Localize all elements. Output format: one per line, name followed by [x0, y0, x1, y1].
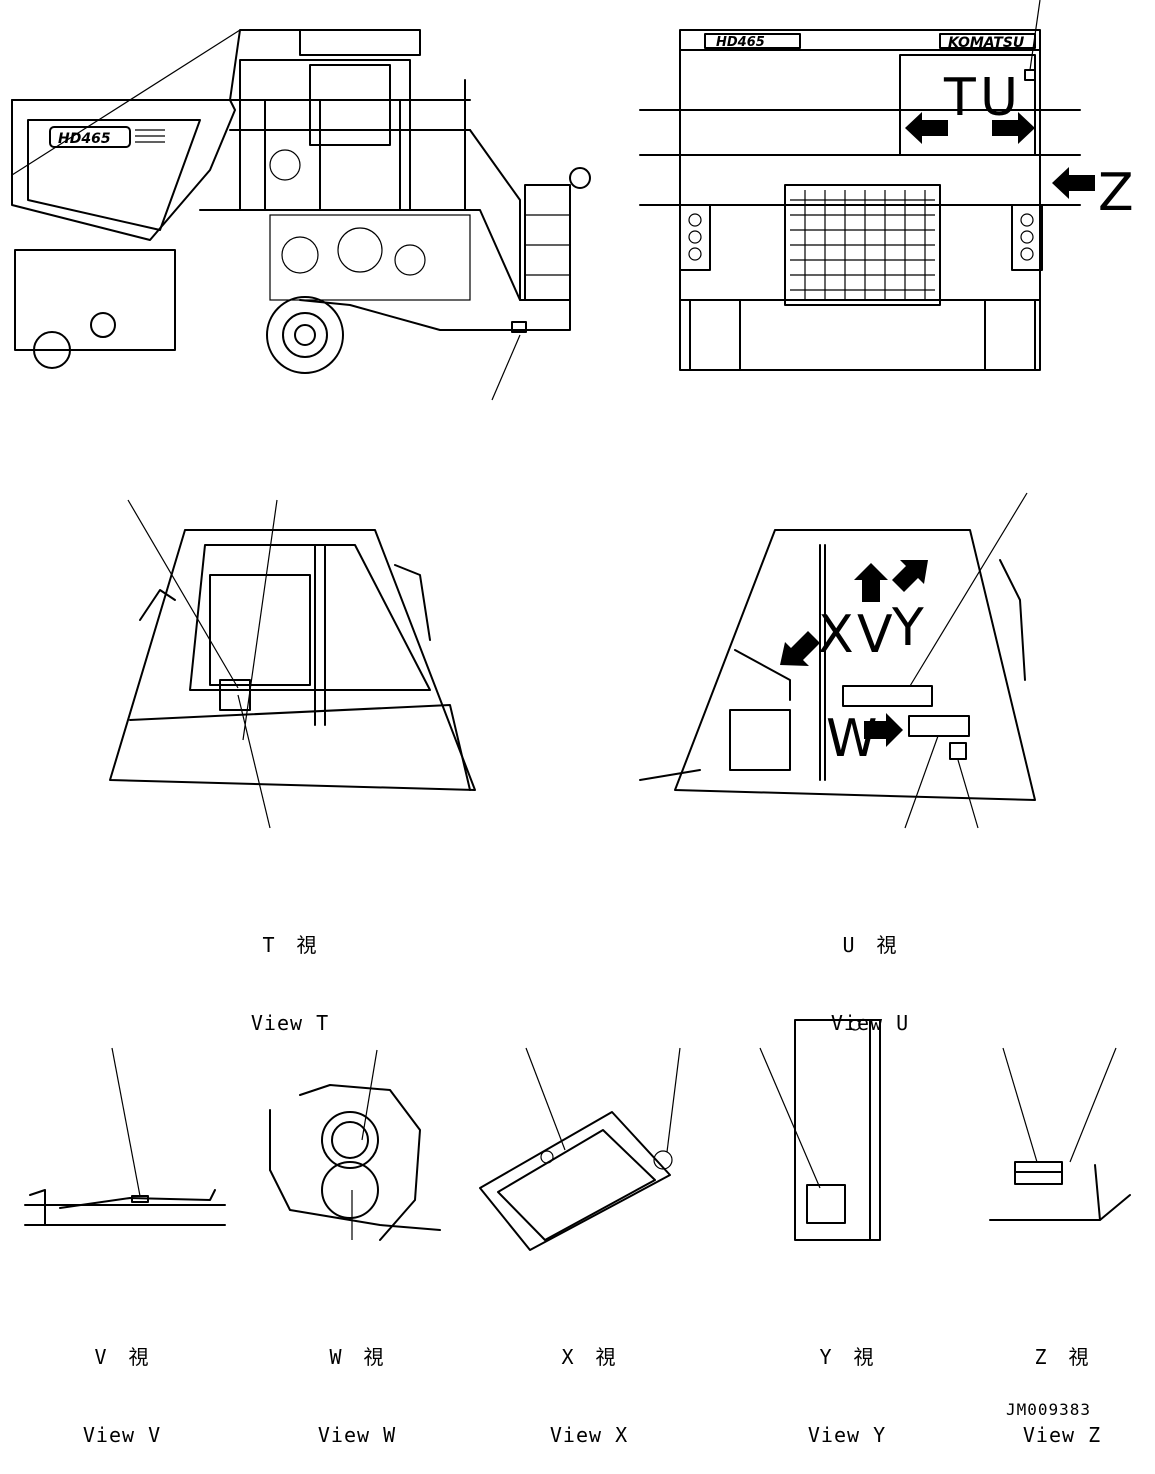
caption-view-w-en: View W	[317, 1423, 397, 1447]
caption-view-u-en: View U	[830, 1011, 910, 1035]
view-y-drawing	[759, 1019, 881, 1241]
caption-view-z-en: View Z	[1022, 1423, 1102, 1447]
arrow-view-x	[780, 631, 820, 666]
view-marker-u: U	[980, 68, 1018, 128]
caption-view-x: X 視 View X	[519, 1292, 659, 1474]
caption-view-y-ja: Y 視	[819, 1345, 875, 1369]
view-z-drawing	[989, 1047, 1131, 1221]
arrow-view-z	[1052, 167, 1095, 199]
caption-view-u: U 視 View U	[800, 880, 940, 1062]
view-marker-x: X	[818, 605, 854, 665]
arrow-view-w	[864, 713, 903, 747]
view-v-drawing	[24, 1047, 226, 1226]
view-marker-y: Y	[891, 598, 924, 658]
radiator-grille	[790, 190, 935, 300]
caption-view-z-ja: Z 視	[1034, 1345, 1090, 1369]
caption-view-v: V 視 View V	[52, 1292, 192, 1474]
drawing-number: JM009383	[1005, 1400, 1091, 1419]
caption-view-y-en: View Y	[807, 1423, 887, 1447]
arrow-view-y	[892, 560, 928, 592]
caption-view-z: Z 視 View Z	[992, 1292, 1132, 1474]
caption-view-t: T 視 View T	[220, 880, 360, 1062]
view-marker-v: V	[857, 605, 893, 665]
caption-view-t-ja: T 視	[262, 933, 318, 957]
caption-view-u-ja: U 視	[842, 933, 898, 957]
view-t-drawing	[109, 499, 476, 829]
view-marker-t: T	[943, 68, 976, 128]
side-view-drawing: HD465	[11, 29, 591, 401]
arrow-view-v	[854, 563, 888, 602]
caption-view-w: W 視 View W	[287, 1292, 427, 1474]
caption-view-v-ja: V 視	[94, 1345, 150, 1369]
caption-view-x-ja: X 視	[561, 1345, 617, 1369]
caption-view-x-en: View X	[549, 1423, 629, 1447]
maker-badge: KOMATSU	[948, 35, 1025, 51]
view-w-drawing	[269, 1049, 441, 1241]
arrow-view-t	[905, 112, 948, 144]
view-u-drawing: X V Y W	[639, 492, 1036, 829]
view-marker-z: Z	[1098, 163, 1134, 223]
arrow-view-u	[992, 112, 1035, 144]
caption-view-t-en: View T	[250, 1011, 330, 1035]
front-view-drawing: HD465 KOMATSU	[639, 0, 1134, 371]
view-x-drawing	[479, 1047, 681, 1251]
model-badge-front: HD465	[716, 35, 765, 50]
caption-view-w-ja: W 視	[329, 1345, 385, 1369]
caption-view-v-en: View V	[82, 1423, 162, 1447]
view-marker-w: W	[826, 709, 877, 769]
model-badge-side: HD465	[58, 131, 111, 147]
caption-view-y: Y 視 View Y	[777, 1292, 917, 1474]
